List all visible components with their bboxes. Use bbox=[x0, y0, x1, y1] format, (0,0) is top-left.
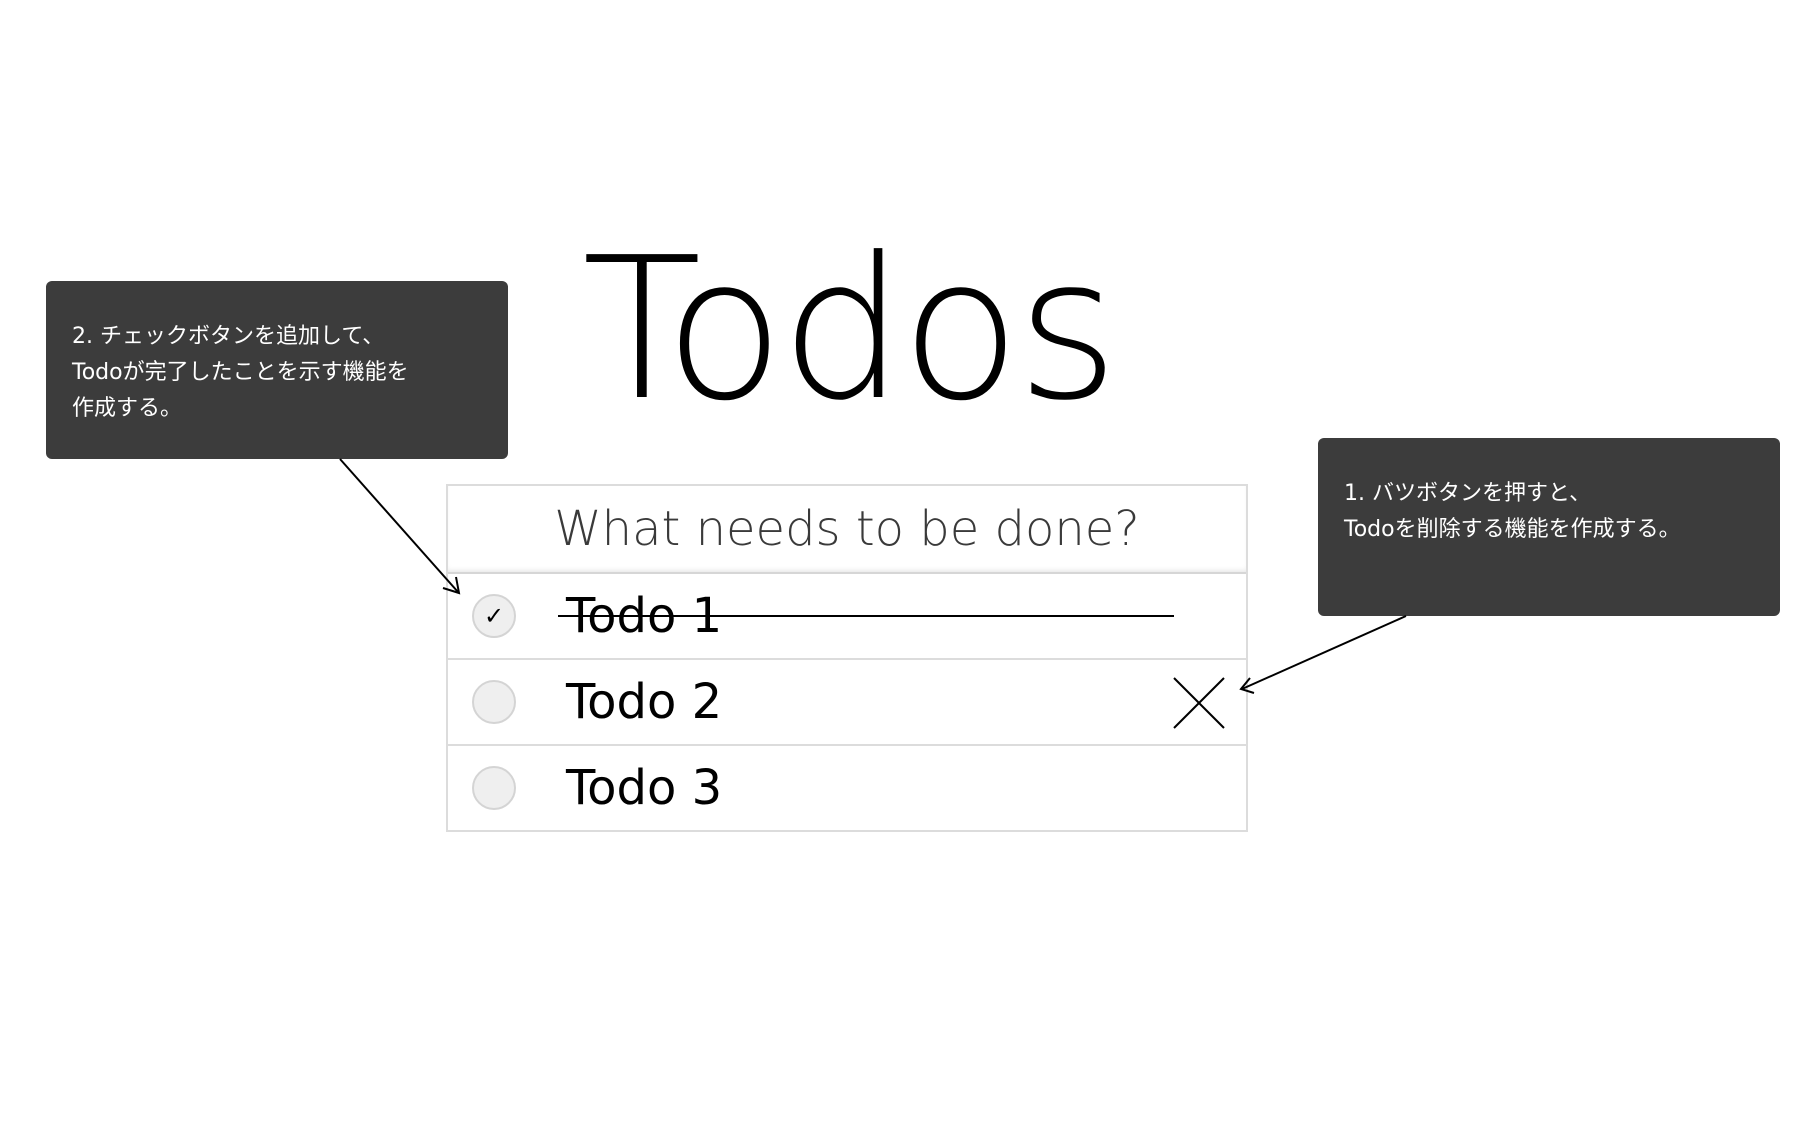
todo-app: ✓ Todo 1 Todo 2 Todo 3 bbox=[446, 484, 1248, 832]
todo-list: ✓ Todo 1 Todo 2 Todo 3 bbox=[448, 574, 1246, 832]
todo-toggle-checkbox[interactable]: ✓ bbox=[472, 594, 516, 638]
page-title: Todos bbox=[582, 216, 1119, 444]
annotation-callout-delete: 1. バツボタンを押すと、 Todoを削除する機能を作成する。 bbox=[1318, 438, 1780, 616]
arrow-to-checkbox bbox=[339, 458, 461, 595]
todo-toggle-checkbox[interactable] bbox=[472, 766, 516, 810]
strikethrough-line bbox=[558, 615, 1174, 617]
annotation-line: 作成する。 bbox=[72, 396, 183, 421]
todo-item: Todo 3 bbox=[448, 746, 1246, 832]
annotation-line: Todoが完了したことを示す機能を bbox=[72, 360, 409, 385]
check-icon: ✓ bbox=[483, 602, 505, 630]
todo-item: ✓ Todo 1 bbox=[448, 574, 1246, 660]
annotation-line: Todoを削除する機能を作成する。 bbox=[1344, 517, 1681, 542]
todo-item: Todo 2 bbox=[448, 660, 1246, 746]
close-icon bbox=[1173, 677, 1225, 729]
arrow-to-delete-button bbox=[1239, 615, 1407, 694]
annotation-line: 1. バツボタンを押すと、 bbox=[1344, 481, 1592, 506]
new-todo-input[interactable] bbox=[448, 486, 1246, 574]
delete-todo-button[interactable] bbox=[1172, 676, 1226, 730]
todo-label: Todo 3 bbox=[566, 760, 723, 816]
annotation-line: 2. チェックボタンを追加して、 bbox=[72, 324, 385, 349]
todo-toggle-checkbox[interactable] bbox=[472, 680, 516, 724]
annotation-callout-check: 2. チェックボタンを追加して、 Todoが完了したことを示す機能を 作成する。 bbox=[46, 281, 508, 459]
todo-label: Todo 2 bbox=[566, 674, 723, 730]
